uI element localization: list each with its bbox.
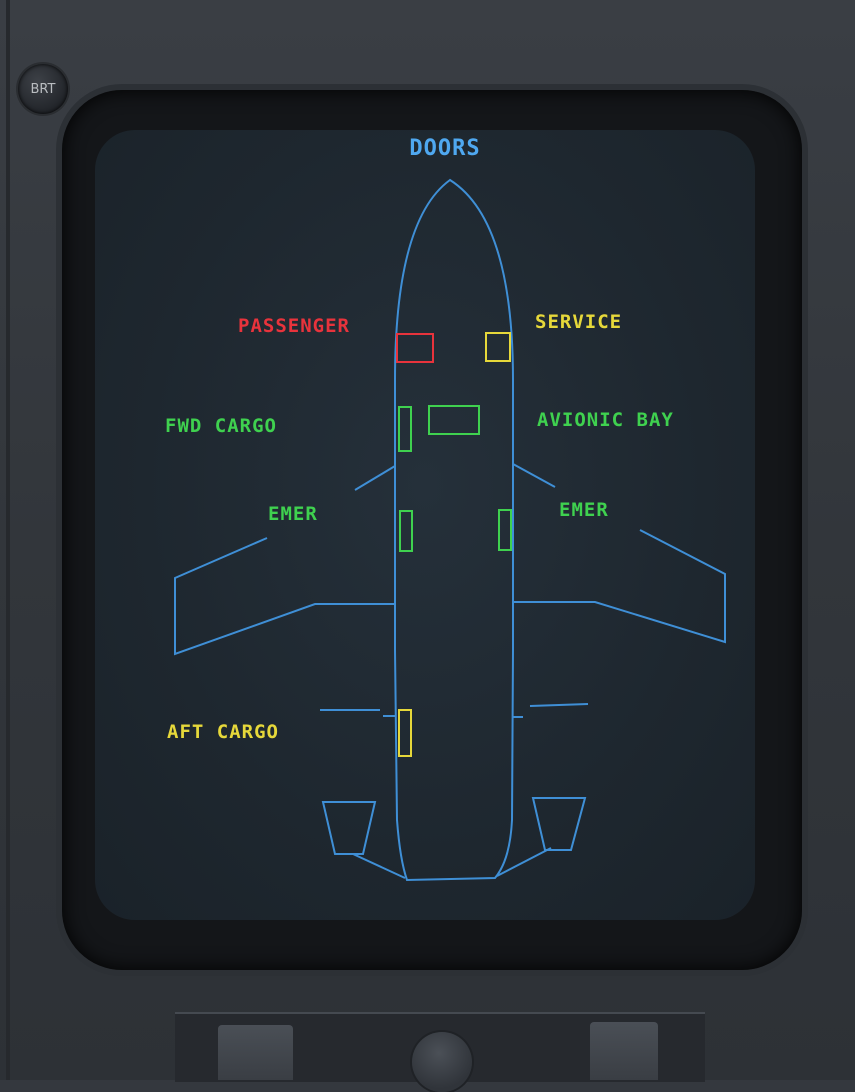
- right-wing-leading-edge: [512, 463, 556, 488]
- aft-cargo-door-indicator: [398, 709, 412, 757]
- emer-left-label: EMER: [268, 503, 318, 525]
- emer-left-door-indicator: [399, 510, 413, 552]
- avionic-bay-label: AVIONIC BAY: [537, 409, 674, 431]
- left-engine-pylon: [352, 853, 406, 879]
- fuselage-outline: [394, 178, 514, 882]
- right-engine-outline: [531, 797, 587, 851]
- service-label: SERVICE: [535, 311, 622, 333]
- passenger-label: PASSENGER: [238, 315, 350, 337]
- bezel-edge: [6, 0, 10, 1080]
- left-engine-outline: [321, 801, 377, 855]
- aft-cargo-label: AFT CARGO: [167, 721, 279, 743]
- emer-right-door-indicator: [498, 509, 512, 551]
- left-wing-outline: [174, 537, 395, 656]
- fwd-cargo-door-indicator: [398, 406, 412, 452]
- brightness-knob-label: BRT: [30, 81, 56, 97]
- service-door-indicator: [485, 332, 511, 362]
- doors-display: DOORS PASSENGER SERVICE FWD CARGO AVIONI…: [95, 130, 755, 920]
- page-title: DOORS: [409, 136, 480, 161]
- emer-right-label: EMER: [559, 499, 609, 521]
- right-engine-pylon: [496, 847, 552, 877]
- left-control-lever[interactable]: [218, 1025, 293, 1080]
- avionic-bay-door-indicator: [428, 405, 480, 435]
- passenger-door-indicator: [396, 333, 434, 363]
- fwd-cargo-label: FWD CARGO: [165, 415, 277, 437]
- left-wing-leading-edge: [354, 465, 396, 491]
- right-control-lever[interactable]: [590, 1022, 658, 1080]
- aircraft-doors-schematic: DOORS PASSENGER SERVICE FWD CARGO AVIONI…: [165, 136, 726, 882]
- right-wing-outline: [513, 529, 726, 644]
- brightness-knob[interactable]: BRT: [18, 64, 68, 114]
- right-stabilizer: [529, 703, 589, 707]
- center-rotary-knob[interactable]: [412, 1032, 472, 1092]
